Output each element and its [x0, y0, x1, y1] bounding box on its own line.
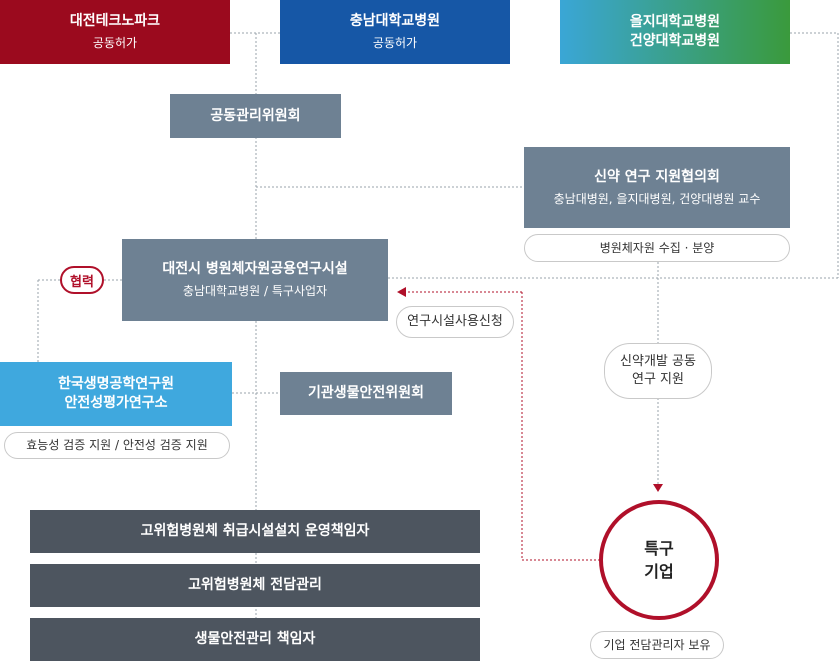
officer-biosafety-manager: 생물안전관리 책임자	[30, 618, 480, 661]
institutional-biosafety-committee: 기관생물안전위원회	[280, 372, 452, 415]
chungnam-hospital-box: 충남대학교병원 공동허가	[280, 0, 510, 64]
kribb-note: 효능성 검증 지원 / 안전성 검증 지원	[4, 432, 230, 459]
eulji-hospital-title: 을지대학교병원	[629, 14, 721, 31]
application-arrowhead	[397, 287, 406, 297]
facility-title: 대전시 병원체자원공용연구시설	[162, 261, 348, 278]
company-line2: 기업	[644, 562, 674, 581]
drug-development-support-pill: 신약개발 공동 연구 지원	[604, 343, 712, 399]
company-note: 기업 전담관리자 보유	[590, 631, 724, 659]
special-zone-company-circle: 특구 기업	[599, 500, 719, 620]
cooperation-badge: 협력	[60, 266, 104, 294]
chungnam-hospital-title: 충남대학교병원	[349, 13, 441, 30]
joint-management-committee: 공동관리위원회	[170, 94, 341, 138]
biosafety-committee-title: 기관생물안전위원회	[308, 385, 424, 402]
kribb-box: 한국생명공학연구원 안전성평가연구소	[0, 362, 232, 426]
drug-support-line1: 신약개발 공동	[620, 353, 696, 369]
kit-title: 안전성평가연구소	[64, 395, 168, 411]
officer-facility-manager: 고위험병원체 취급시설설치 운영책임자	[30, 510, 480, 553]
drug-research-consortium: 신약 연구 지원협의회 충남대병원, 을지대병원, 건양대병원 교수	[524, 147, 790, 228]
daejeon-technopark-sub: 공동허가	[92, 36, 138, 51]
daejeon-technopark-title: 대전테크노파크	[69, 13, 161, 30]
pathogen-facility-box: 대전시 병원체자원공용연구시설 충남대학교병원 / 특구사업자	[122, 239, 388, 321]
officer-facility-manager-title: 고위험병원체 취급시설설치 운영책임자	[140, 523, 370, 540]
facility-use-application-pill: 연구시설사용신청	[396, 306, 514, 338]
company-line1: 특구	[644, 538, 674, 558]
eulji-konyang-box: 을지대학교병원 건양대학교병원	[560, 0, 790, 64]
consortium-title: 신약 연구 지원협의회	[594, 168, 720, 185]
joint-management-committee-title: 공동관리위원회	[210, 107, 301, 124]
drug-support-line2: 연구 지원	[632, 372, 684, 387]
officer-pathogen-management-title: 고위험병원체 전담관리	[188, 577, 322, 594]
officer-pathogen-management: 고위험병원체 전담관리	[30, 564, 480, 607]
officer-biosafety-manager-title: 생물안전관리 책임자	[194, 631, 316, 648]
konyang-hospital-title: 건양대학교병원	[629, 33, 721, 49]
consortium-note: 병원체자원 수집 · 분양	[524, 234, 790, 262]
kribb-title: 한국생명공학연구원	[58, 376, 174, 393]
consortium-sub: 충남대병원, 을지대병원, 건양대병원 교수	[553, 191, 761, 206]
chungnam-hospital-sub: 공동허가	[372, 36, 418, 51]
facility-sub: 충남대학교병원 / 특구사업자	[182, 284, 328, 299]
daejeon-technopark-box: 대전테크노파크 공동허가	[0, 0, 230, 64]
support-arrowhead	[653, 484, 663, 492]
